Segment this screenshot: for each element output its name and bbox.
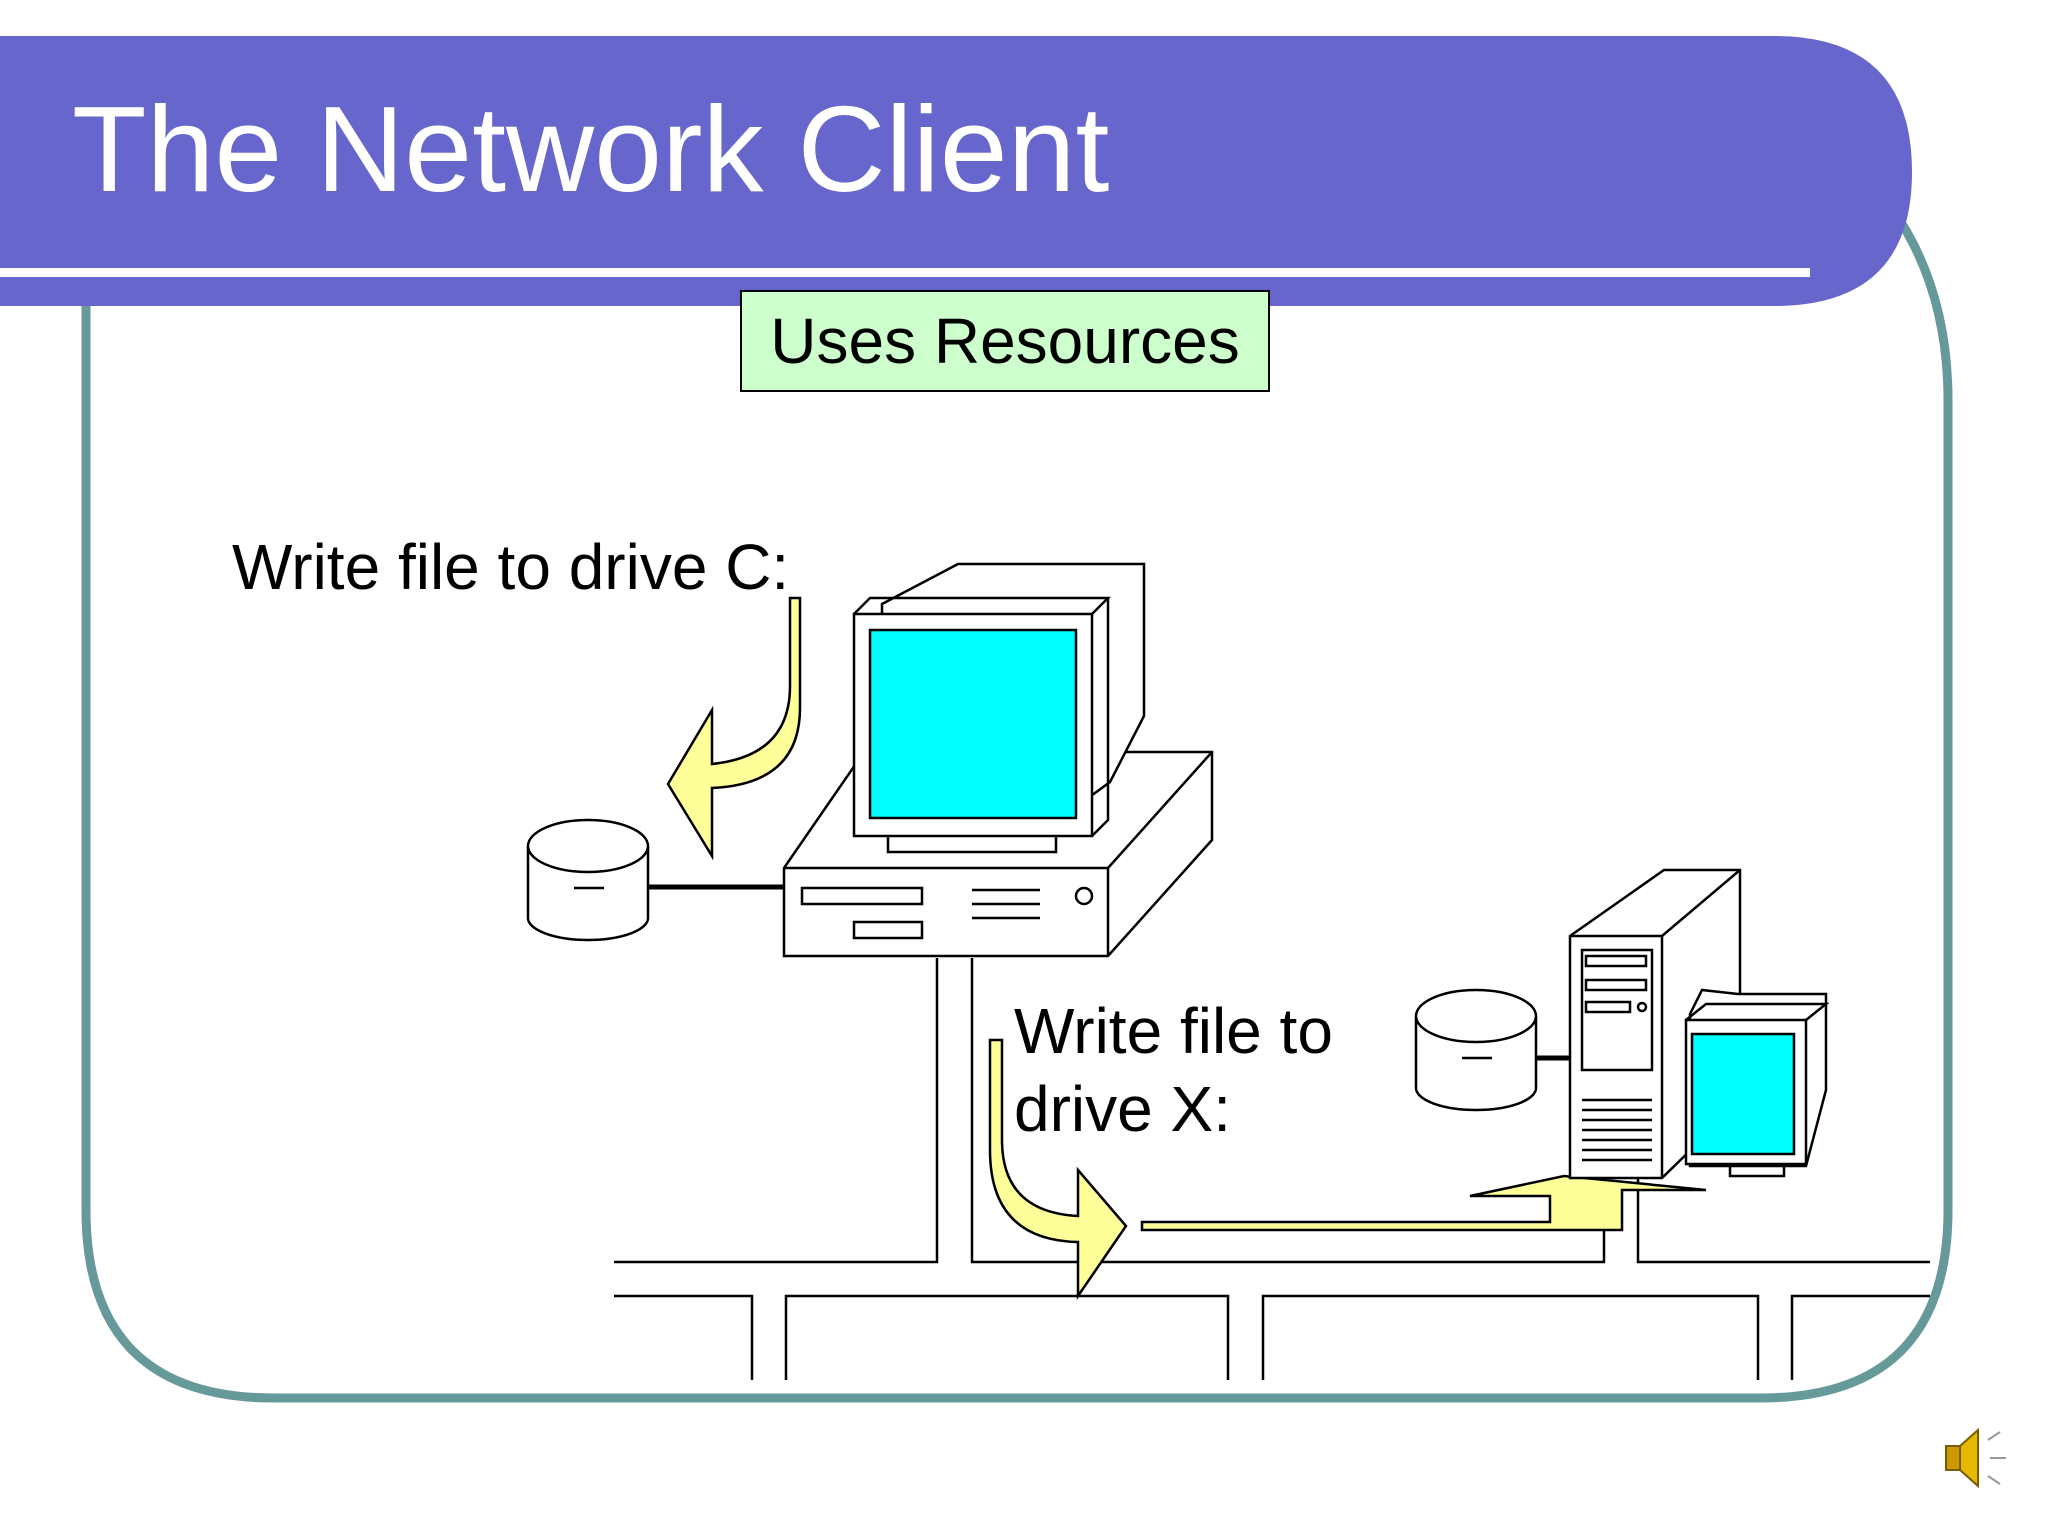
title-bar: [0, 36, 1912, 306]
uses-resources-label: Uses Resources: [770, 305, 1240, 377]
slide-frame: [81, 166, 1953, 1403]
slide-title: The Network Client: [72, 81, 1110, 217]
server-tower-server-icon: [1568, 868, 1830, 1180]
network-write-label: Write file to drive X:: [1014, 992, 1333, 1148]
server-drive-hard-disk-icon: [1414, 988, 1538, 1112]
network-write-arrow: [988, 1038, 1128, 1301]
local-write-arrow: [666, 596, 802, 861]
client-screen: [868, 628, 1078, 820]
client-desktop-computer-icon: [782, 562, 1214, 958]
title-underline: [0, 268, 1810, 277]
network-write-label-line1: Write file to: [1014, 995, 1333, 1067]
network-write-label-line2: drive X:: [1014, 1073, 1231, 1146]
local-write-label: Write file to drive C:: [232, 531, 790, 603]
server-write-arrow: [1140, 1174, 1707, 1232]
uses-resources-badge: Uses Resources: [740, 290, 1270, 392]
server-screen: [1690, 1032, 1796, 1156]
local-drive-hard-disk-icon: [526, 818, 650, 942]
speaker-icon[interactable]: [1945, 1427, 2006, 1489]
